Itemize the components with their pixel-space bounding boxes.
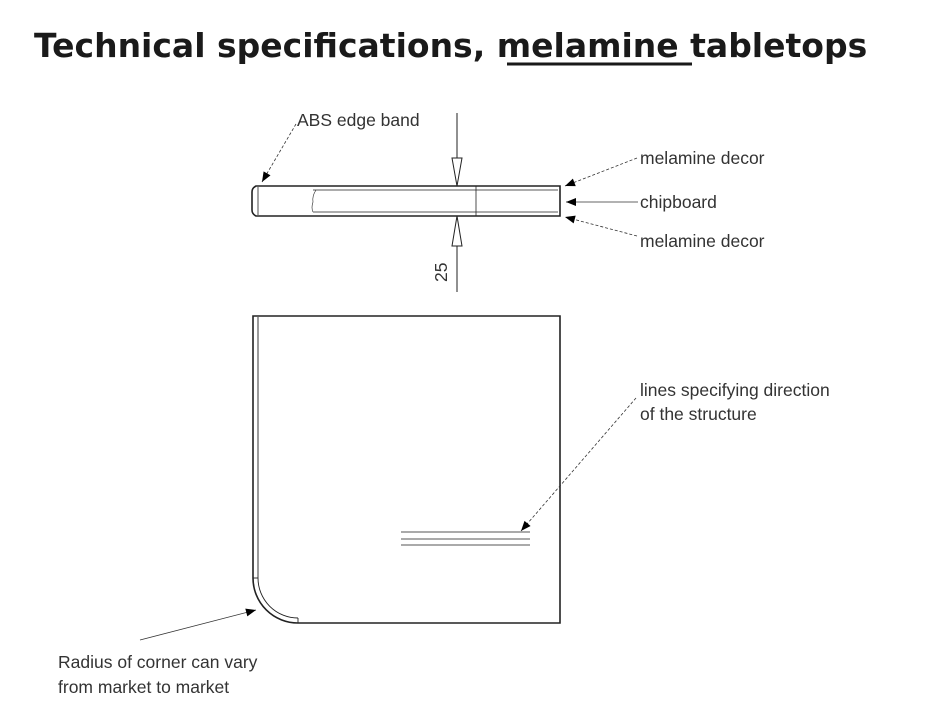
thickness-label: 25 bbox=[431, 263, 451, 282]
radius-leader-arrow bbox=[139, 608, 257, 641]
page-title: Technical specifications, melamine table… bbox=[34, 26, 867, 65]
structure-direction-lines bbox=[401, 531, 530, 546]
melamine-bottom-leader-arrow bbox=[564, 215, 638, 237]
melamine-decor-bottom-label: melamine decor bbox=[640, 231, 765, 251]
lines-label-line2: of the structure bbox=[640, 404, 757, 424]
chipboard-label: chipboard bbox=[640, 192, 717, 212]
abs-leader-arrow bbox=[261, 123, 297, 183]
tabletop-profile bbox=[251, 185, 561, 217]
melamine-top-leader-arrow bbox=[564, 157, 638, 187]
abs-edge-band-label: ABS edge band bbox=[297, 110, 420, 130]
melamine-decor-top-label: melamine decor bbox=[640, 148, 765, 168]
radius-label-line2: from market to market bbox=[58, 677, 229, 697]
thickness-dimension bbox=[451, 113, 463, 292]
tabletop-top-view bbox=[252, 315, 561, 624]
lines-label-line1: lines specifying direction bbox=[640, 380, 830, 400]
radius-label-line1: Radius of corner can vary bbox=[58, 652, 258, 672]
structure-leader-arrow bbox=[520, 397, 637, 532]
